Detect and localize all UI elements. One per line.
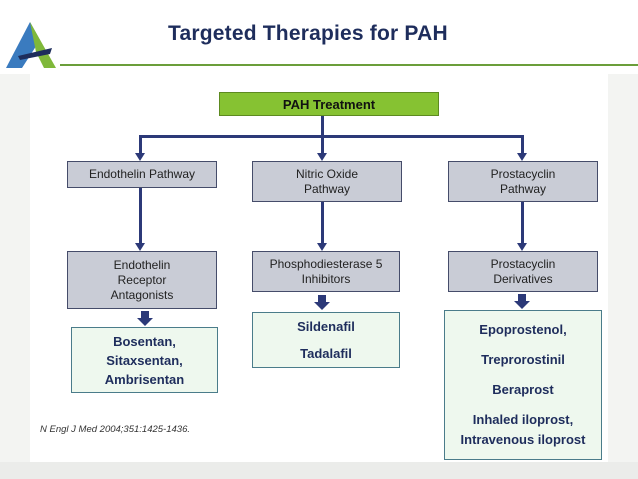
connector-root-stem [321, 116, 324, 137]
drug-name: Bosentan, [113, 333, 176, 349]
connector-col2-mid [321, 202, 324, 244]
arrow-icon [317, 153, 327, 161]
arrow-icon [135, 153, 145, 161]
block-arrow-icon [514, 294, 530, 309]
drug-name: Beraprost [492, 382, 554, 397]
drug-name: Treprorostinil [481, 352, 565, 367]
slide-header [0, 0, 638, 74]
connector-col3-mid [521, 202, 524, 244]
title-underline [60, 64, 638, 66]
pathway-nitric-oxide: Nitric Oxide Pathway [252, 161, 402, 202]
drugs-endothelin: Bosentan, Sitaxsentan, Ambrisentan [71, 327, 218, 393]
bottom-band [0, 462, 638, 479]
drugs-nitric-oxide: Sildenafil Tadalafil [252, 312, 400, 368]
pathway-endothelin: Endothelin Pathway [67, 161, 217, 188]
block-arrow-icon [137, 311, 153, 326]
class-endothelin-receptor-antagonists: Endothelin Receptor Antagonists [67, 251, 217, 309]
slide-title: Targeted Therapies for PAH [168, 22, 448, 45]
drug-name: Sildenafil [297, 319, 355, 334]
drug-name: Epoprostenol, [479, 322, 567, 337]
connector-horizontal [139, 135, 524, 138]
connector-col1-mid [139, 188, 142, 244]
drug-name: Tadalafil [300, 346, 352, 361]
block-arrow-icon [314, 295, 330, 310]
citation: N Engl J Med 2004;351:1425-1436. [40, 424, 190, 435]
arrow-icon [517, 153, 527, 161]
logo-icon [6, 22, 56, 68]
arrow-icon [517, 243, 527, 251]
root-node: PAH Treatment [219, 92, 439, 116]
connector-drop-1 [139, 135, 142, 154]
drugs-prostacyclin: Epoprostenol, Treprorostinil Beraprost I… [444, 310, 602, 460]
class-prostacyclin-derivatives: Prostacyclin Derivatives [448, 251, 598, 292]
drug-name: Ambrisentan [104, 371, 185, 387]
connector-drop-3 [521, 135, 524, 154]
drug-name: Inhaled iloprost, Intravenous iloprost [460, 412, 586, 447]
class-pde5-inhibitors: Phosphodiesterase 5 Inhibitors [252, 251, 400, 292]
connector-drop-2 [321, 137, 324, 154]
drug-name: Sitaxsentan, [106, 352, 183, 368]
pathway-prostacyclin: Prostacyclin Pathway [448, 161, 598, 202]
arrow-icon [135, 243, 145, 251]
arrow-icon [317, 243, 327, 251]
